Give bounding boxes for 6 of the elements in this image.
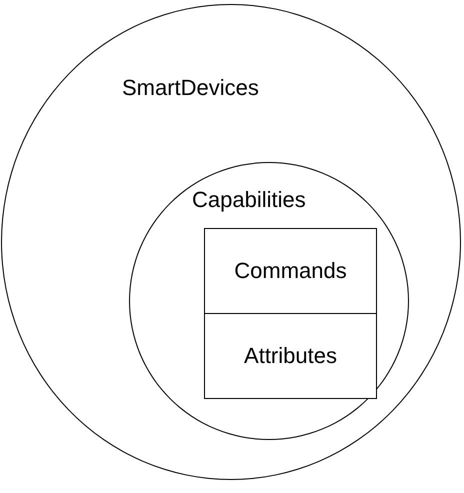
attributes-box: [204, 313, 377, 399]
box-label: Commands: [234, 258, 347, 284]
circle-label: SmartDevices: [122, 75, 259, 101]
box-label: Attributes: [244, 343, 337, 369]
circle-label: Capabilities: [192, 187, 306, 213]
commands-box: [204, 228, 377, 314]
